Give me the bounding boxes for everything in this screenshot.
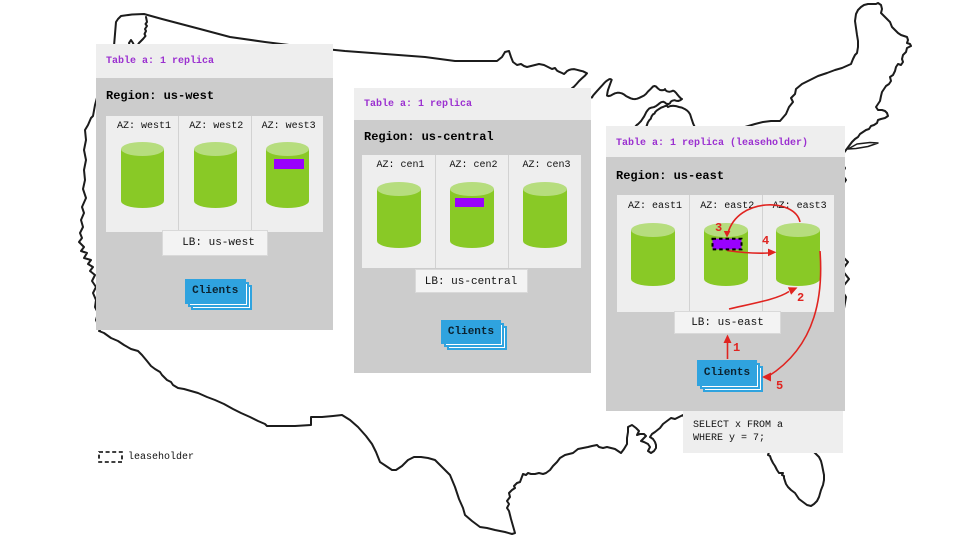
svg-text:1: 1 <box>733 341 740 355</box>
svg-text:3: 3 <box>715 221 722 235</box>
svg-text:4: 4 <box>762 234 769 248</box>
svg-text:5: 5 <box>776 379 783 393</box>
svg-text:2: 2 <box>797 291 804 305</box>
